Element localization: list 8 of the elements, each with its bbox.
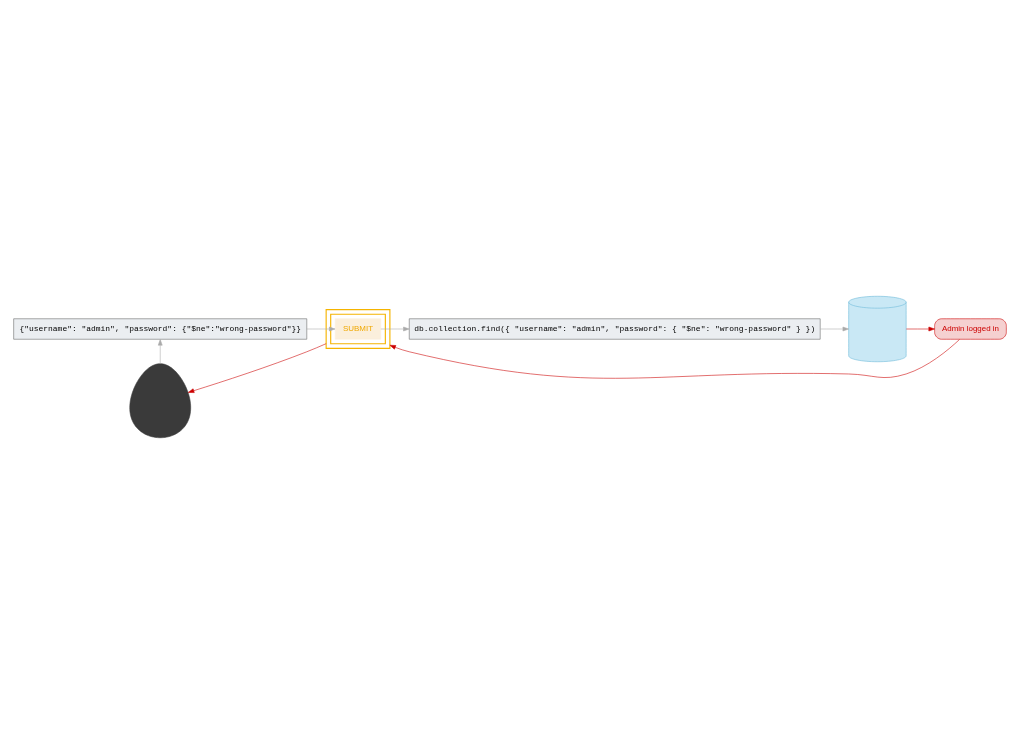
arrow: [380, 326, 410, 331]
arrow: [819, 326, 849, 331]
arrow: [389, 338, 960, 378]
node-person: [129, 362, 191, 438]
arrow: [306, 326, 336, 331]
arrow: [906, 326, 935, 331]
arrow: [187, 342, 327, 393]
arrow: [157, 338, 163, 364]
